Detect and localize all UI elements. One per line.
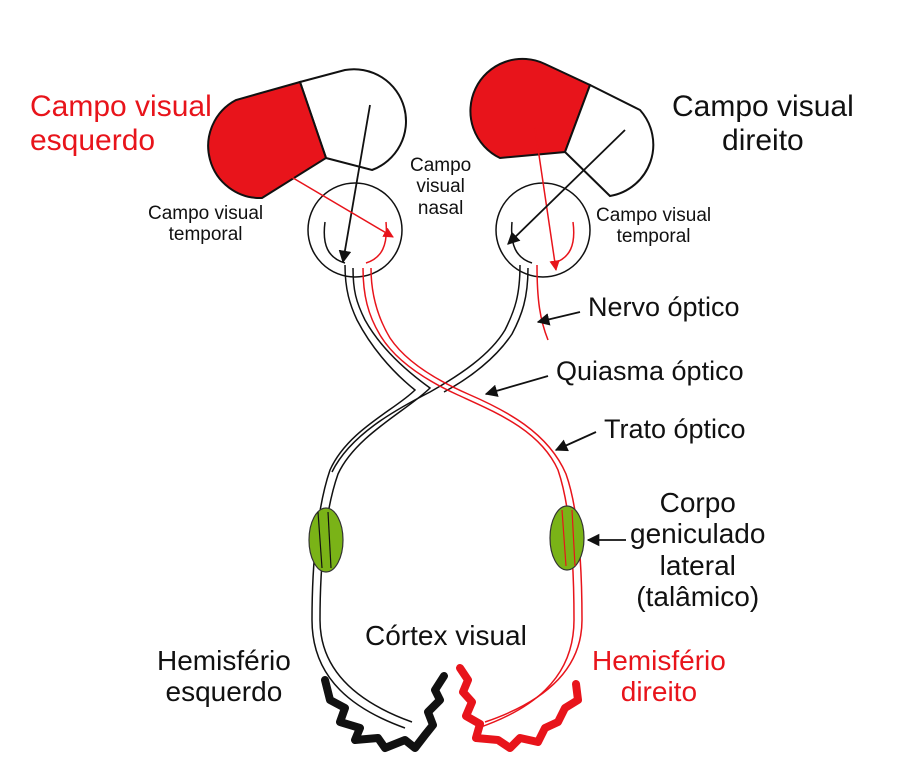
right-visual-field-label: Campo visual direito xyxy=(672,90,854,157)
optic-nerve-label: Nervo óptico xyxy=(588,292,740,322)
right-temporal-field-label: Campo visual temporal xyxy=(596,205,711,248)
right-lateral-geniculate xyxy=(550,506,584,570)
right-eye xyxy=(496,183,590,277)
left-visual-field-label: Campo visual esquerdo xyxy=(30,90,212,157)
left-visual-field-capsule xyxy=(208,69,406,198)
lateral-geniculate-label: Corpo geniculado lateral (talâmico) xyxy=(630,487,765,612)
left-visual-cortex xyxy=(325,676,444,748)
left-temporal-field-label: Campo visual temporal xyxy=(148,203,263,246)
optic-nerve-pointer xyxy=(538,312,580,322)
visual-cortex-label: Córtex visual xyxy=(365,620,527,651)
nasal-visual-field-label: Campo visual nasal xyxy=(410,155,471,219)
left-lateral-geniculate xyxy=(309,508,343,572)
black-visual-pathway xyxy=(312,265,528,728)
optic-chiasm-pointer xyxy=(486,376,548,394)
left-hemisphere-label: Hemisfério esquerdo xyxy=(157,645,291,708)
optic-tract-pointer xyxy=(556,432,596,450)
optic-tract-label: Trato óptico xyxy=(604,414,746,444)
optic-chiasm-label: Quiasma óptico xyxy=(556,356,744,386)
right-visual-field-capsule xyxy=(470,59,653,196)
right-hemisphere-label: Hemisfério direito xyxy=(592,645,726,708)
red-visual-pathway xyxy=(363,265,582,728)
